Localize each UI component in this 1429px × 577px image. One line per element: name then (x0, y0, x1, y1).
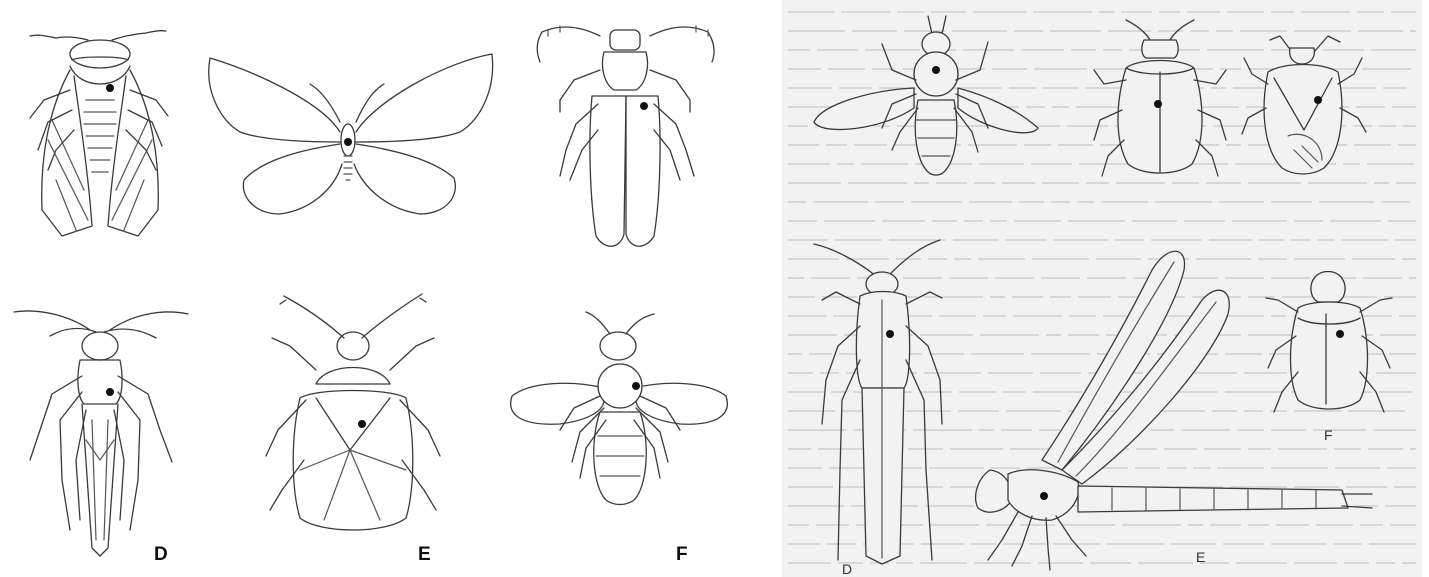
label-F: F (676, 544, 688, 565)
beetle-drawing (1094, 20, 1226, 176)
page-edge (1422, 0, 1429, 577)
longhorn-beetle-drawing (537, 26, 714, 246)
butterfly-drawing (209, 54, 493, 214)
stink-bug-drawing (266, 294, 440, 530)
label-D: D (154, 544, 168, 565)
right-figure-svg: D E F (782, 0, 1422, 577)
left-figure-svg: D E F (0, 0, 768, 577)
label-E-right: E (1196, 549, 1205, 565)
bee-drawing (511, 312, 728, 505)
left-figure-panel: D E F (0, 0, 768, 577)
grasshopper-right-drawing (814, 240, 942, 564)
plant-bug-drawing (1266, 272, 1392, 413)
right-figure-panel: D E F (782, 0, 1422, 577)
grasshopper-drawing (14, 311, 188, 556)
label-E: E (418, 544, 431, 565)
label-D-right: D (842, 561, 852, 577)
fly-drawing (814, 16, 1038, 175)
label-F-right: F (1324, 427, 1333, 443)
page-gap (768, 0, 782, 577)
shield-bug-drawing (1242, 36, 1366, 174)
cicada-drawing (30, 31, 168, 236)
